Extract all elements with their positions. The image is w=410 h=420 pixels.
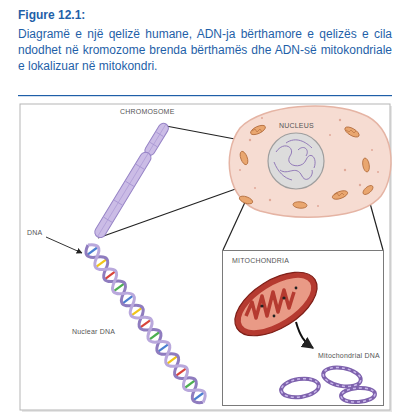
mtdna-rings bbox=[280, 365, 376, 403]
part-label: DNA bbox=[27, 229, 42, 236]
inset-heading: MITOCHONDRIA bbox=[232, 257, 289, 264]
figure-caption: Diagramë e një qelizë humane, ADN-ja bër… bbox=[18, 26, 392, 74]
figure-title: Figure 12.1: bbox=[18, 8, 85, 22]
inset-box: MITOCHONDRIA Mitochondrial DNA bbox=[222, 250, 384, 406]
zoom-line bbox=[223, 200, 246, 250]
caption-rule bbox=[18, 95, 392, 96]
pointer-arrow bbox=[46, 237, 82, 253]
part-label: Nuclear DNA bbox=[72, 328, 115, 335]
inset-ground bbox=[222, 250, 384, 406]
cell bbox=[229, 106, 391, 217]
pointer-arrow bbox=[296, 322, 313, 348]
part-label: NUCLEUS bbox=[279, 122, 314, 129]
mitochondrion bbox=[224, 259, 327, 348]
chromosome bbox=[93, 121, 171, 240]
part-label: CHROMOSOME bbox=[120, 108, 175, 115]
part-label: Mitochondrial DNA bbox=[318, 352, 380, 359]
dna-helix bbox=[82, 241, 208, 407]
